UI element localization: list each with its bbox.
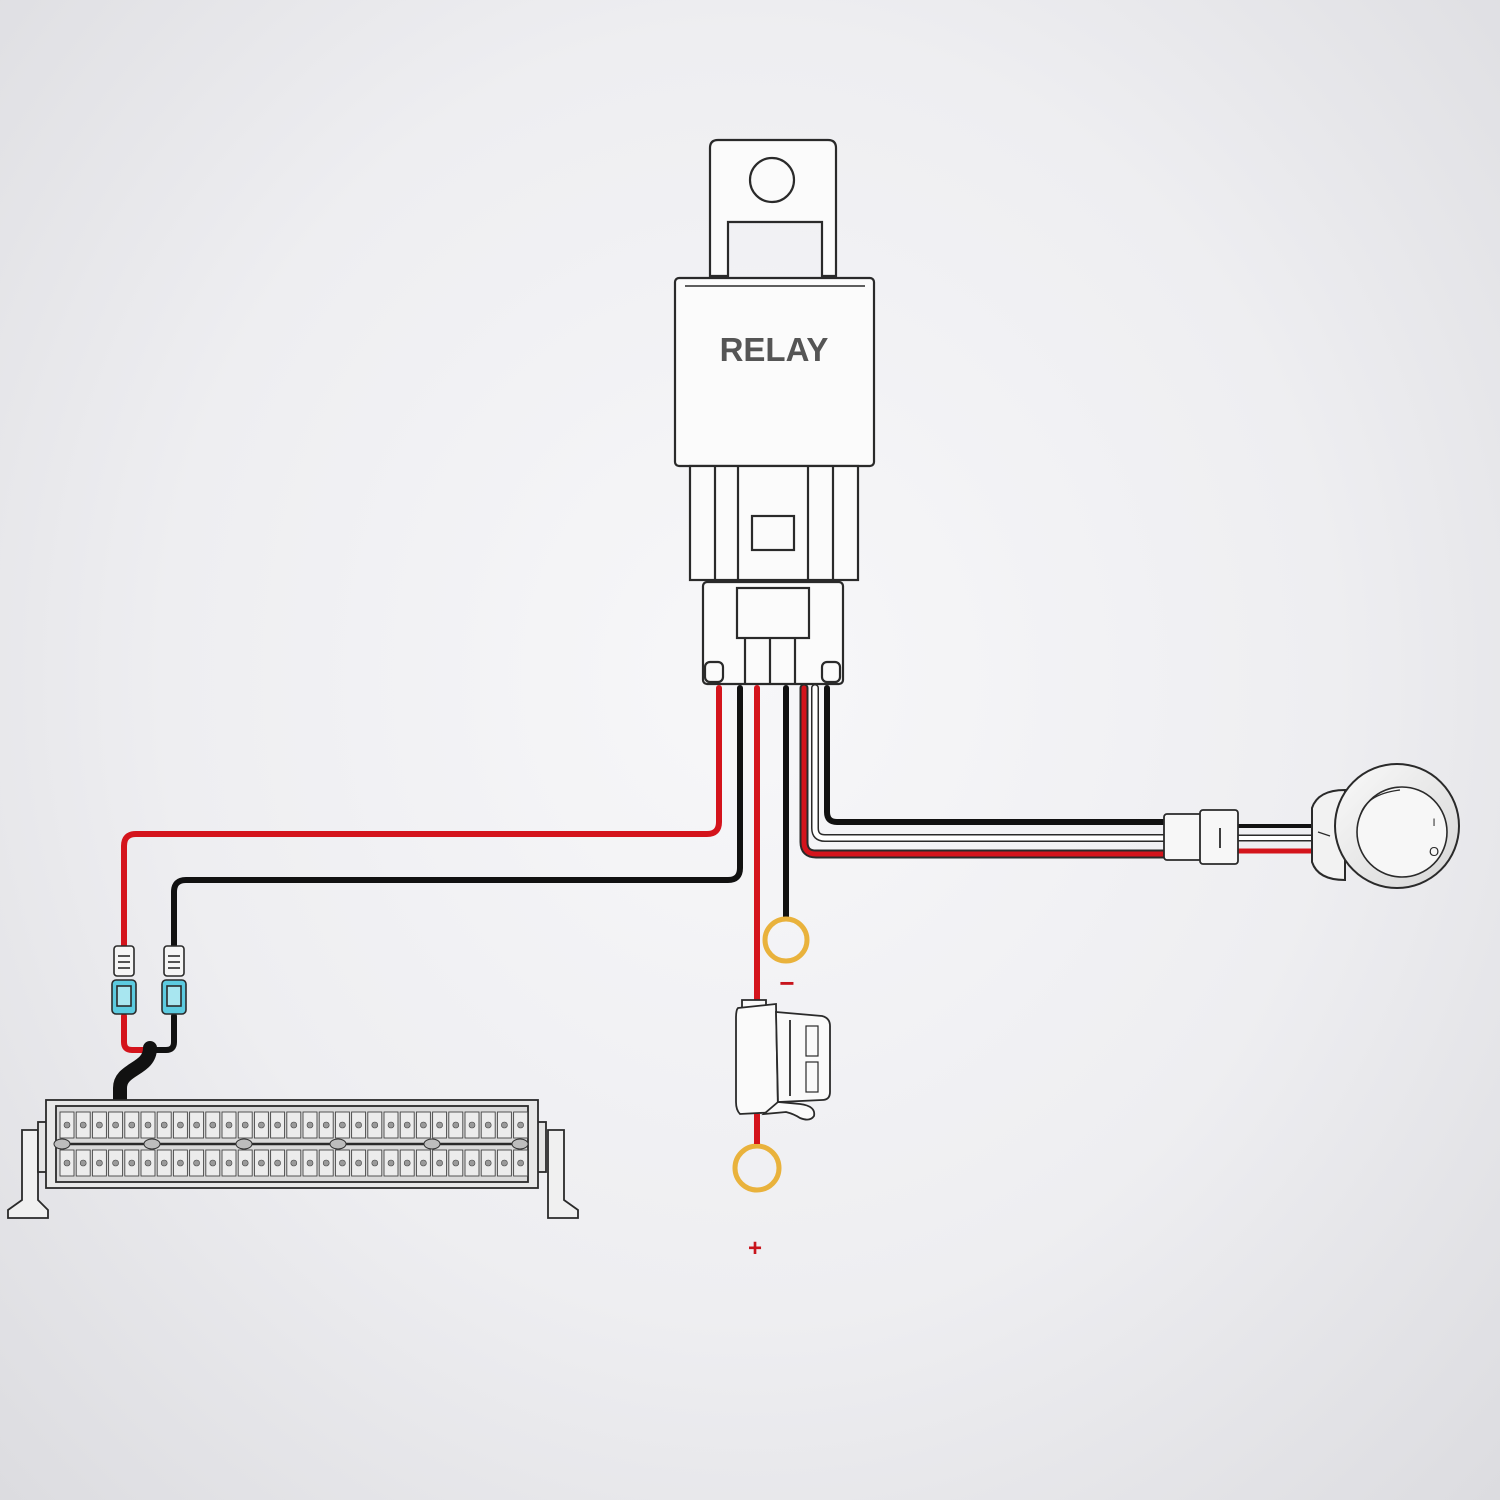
light-bar-ground-lead <box>147 1013 177 1053</box>
ring-terminal-positive <box>732 1143 782 1193</box>
inline-fuse-holder <box>735 996 831 1144</box>
negative-terminal-label: − <box>779 968 794 998</box>
led-diode <box>517 1121 524 1129</box>
power-wire-to-light-bar <box>121 685 722 949</box>
led-diode <box>387 1121 395 1129</box>
rocker-switch: I O <box>1311 763 1460 889</box>
led-diode <box>209 1121 217 1129</box>
led-diode <box>403 1121 411 1129</box>
led-diode <box>501 1159 508 1167</box>
led-diode <box>177 1121 184 1129</box>
led-diode <box>322 1159 330 1167</box>
led-diode <box>193 1159 200 1167</box>
led-diode <box>322 1121 330 1129</box>
light-bar-cable <box>113 1041 157 1111</box>
led-diode <box>144 1121 152 1129</box>
led-diode <box>96 1121 103 1129</box>
ring-terminals <box>732 916 810 1193</box>
led-diode <box>290 1121 298 1129</box>
led-diode <box>420 1121 427 1129</box>
led-diode <box>79 1159 87 1167</box>
light-bar-screw <box>143 1138 161 1150</box>
led-diode <box>452 1121 460 1129</box>
led-diode <box>160 1159 168 1167</box>
led-diode <box>436 1159 443 1167</box>
led-diode <box>452 1159 460 1167</box>
light-bar-screw <box>329 1138 347 1150</box>
switch-on-mark: I <box>1432 817 1435 829</box>
led-diode <box>63 1121 71 1129</box>
positive-terminal-label: + <box>748 1235 762 1262</box>
led-diode <box>484 1121 492 1129</box>
wires <box>113 683 1316 1111</box>
led-row-bottom <box>59 1149 529 1177</box>
connector-negative <box>161 945 187 1015</box>
led-diode <box>128 1159 136 1167</box>
ring-terminal-negative <box>762 916 810 964</box>
relay: RELAY <box>673 138 876 686</box>
led-diode <box>258 1159 265 1167</box>
led-row-top <box>59 1111 529 1139</box>
led-diode <box>63 1159 71 1167</box>
led-diode <box>306 1159 314 1167</box>
fuse-holder-cap <box>775 1011 831 1103</box>
led-diode <box>128 1121 136 1129</box>
led-diode <box>112 1121 119 1129</box>
light-bar-screw <box>235 1138 253 1150</box>
power-wire-to-switch <box>801 685 1168 857</box>
led-diode <box>371 1159 379 1167</box>
led-diode <box>258 1121 265 1129</box>
light-bar-connectors <box>111 945 187 1015</box>
led-diode <box>177 1159 184 1167</box>
light-bar-right-bracket <box>547 1129 579 1219</box>
led-diode <box>484 1159 492 1167</box>
switch-off-mark: O <box>1429 844 1439 859</box>
led-diode <box>436 1121 443 1129</box>
led-light-bar <box>7 1099 579 1219</box>
led-diode <box>468 1121 476 1129</box>
ground-wire-to-switch <box>824 685 1168 825</box>
light-bar-screw <box>423 1138 441 1150</box>
light-bar-power-lead <box>121 1013 151 1053</box>
relay-mounting-hole <box>748 156 796 204</box>
led-diode <box>355 1121 362 1129</box>
led-diode <box>387 1159 395 1167</box>
led-accents <box>53 1138 529 1150</box>
led-diode <box>79 1121 87 1129</box>
led-diode <box>403 1159 411 1167</box>
relay-mounting-tab <box>708 138 838 278</box>
led-diode <box>371 1121 379 1129</box>
connector-positive <box>111 945 137 1015</box>
led-diode <box>112 1159 119 1167</box>
fuse-holder-body <box>735 1003 779 1115</box>
relay-label: RELAY <box>720 331 829 368</box>
led-diode <box>225 1159 233 1167</box>
led-diode <box>501 1121 508 1129</box>
led-diode <box>274 1121 281 1129</box>
led-diode <box>339 1121 346 1129</box>
led-diode <box>144 1159 152 1167</box>
led-diode <box>274 1159 281 1167</box>
led-diode <box>306 1121 314 1129</box>
light-bar-screw <box>511 1138 529 1150</box>
led-diode <box>96 1159 103 1167</box>
led-diode <box>355 1159 362 1167</box>
led-diode <box>160 1121 168 1129</box>
led-diode <box>290 1159 298 1167</box>
signal-wire-to-switch <box>812 685 1168 841</box>
led-diode <box>241 1121 249 1129</box>
led-diode <box>225 1121 233 1129</box>
led-diode <box>339 1159 346 1167</box>
led-diode <box>517 1159 524 1167</box>
light-bar-screw <box>53 1138 71 1150</box>
ground-wire-to-light-bar <box>171 685 743 949</box>
switch-connector <box>1163 809 1239 865</box>
relay-body <box>673 276 876 468</box>
led-diode <box>468 1159 476 1167</box>
led-diode <box>209 1159 217 1167</box>
led-diode <box>241 1159 249 1167</box>
led-diode <box>420 1159 427 1167</box>
led-diode <box>193 1121 200 1129</box>
